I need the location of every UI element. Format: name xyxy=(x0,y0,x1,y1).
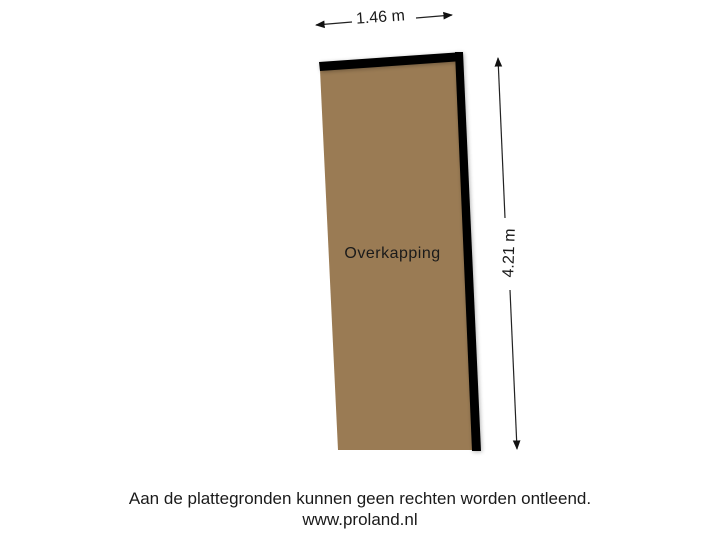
top-wall xyxy=(319,52,463,71)
width-arrow-right xyxy=(415,11,453,20)
disclaimer-text: Aan de plattegronden kunnen geen rechten… xyxy=(128,489,592,508)
length-arrow-top xyxy=(494,57,506,219)
width-arrow-left xyxy=(315,20,353,29)
room-label: Overkapping xyxy=(344,245,441,262)
length-arrow-bottom xyxy=(509,289,521,450)
right-wall xyxy=(455,52,481,451)
length-dimension-label: 4.21 m xyxy=(500,228,519,278)
room-floor xyxy=(320,60,474,450)
width-dimension-label: 1.46 m xyxy=(355,7,406,28)
website-link[interactable]: www.proland.nl xyxy=(302,510,418,529)
walls xyxy=(319,52,481,451)
